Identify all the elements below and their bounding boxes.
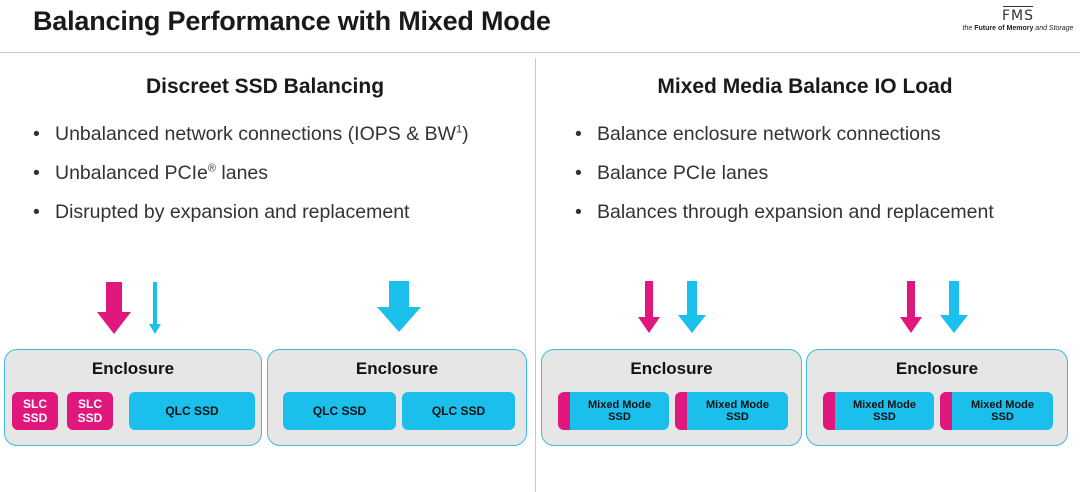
qlc-ssd-chip: QLC SSD: [129, 392, 255, 430]
left-bullet-list: •Unbalanced network connections (IOPS & …: [33, 121, 469, 238]
qlc-ssd-chip: QLC SSD: [402, 392, 515, 430]
enclosure-label: Enclosure: [355, 359, 439, 378]
fms-logo-tagline: the Future of Memory and Storage: [962, 25, 1074, 32]
mixed-mode-ssd-chip: Mixed Mode SSD: [940, 392, 1053, 430]
enclosure-label: Enclosure: [895, 359, 979, 378]
right-column-title: Mixed Media Balance IO Load: [657, 75, 953, 98]
slide-title: Balancing Performance with Mixed Mode: [33, 6, 551, 36]
magenta-arrow-down-icon: [97, 282, 131, 334]
right-bullet-2: •Balance PCIe lanes: [575, 162, 769, 184]
enclosure-label: Enclosure: [630, 359, 713, 378]
mixed-mode-ssd-chip: Mixed Mode SSD: [823, 392, 934, 430]
header-divider: [0, 52, 1080, 53]
magenta-arrow-down-icon: [900, 281, 922, 333]
left-bullet-3: •Disrupted by expansion and replacement: [33, 201, 410, 223]
left-column-title: Discreet SSD Balancing: [145, 75, 385, 98]
right-bullet-list: •Balance enclosure network connections •…: [575, 121, 994, 238]
slc-ssd-chip: SLC SSD: [12, 392, 58, 430]
cyan-arrow-down-icon: [377, 281, 421, 332]
slc-ssd-chip: SLC SSD: [67, 392, 113, 430]
left-bullet-2: •Unbalanced PCIe® lanes: [33, 162, 269, 184]
enclosure-box: Enclosure SLC SSD SLC SSD QLC SSD: [4, 349, 262, 446]
enclosure-box: Enclosure Mixed Mode SSD Mixed Mode SSD: [541, 349, 802, 446]
cyan-arrow-down-icon: [149, 282, 161, 334]
fms-logo: FMS the Future of Memory and Storage: [960, 6, 1076, 34]
fms-logo-mark: FMS: [1001, 6, 1035, 24]
mixed-mode-ssd-chip: Mixed Mode SSD: [675, 392, 788, 430]
enclosure-box: Enclosure Mixed Mode SSD Mixed Mode SSD: [806, 349, 1068, 446]
qlc-ssd-chip: QLC SSD: [283, 392, 396, 430]
cyan-arrow-down-icon: [678, 281, 706, 333]
enclosure-label: Enclosure: [91, 359, 175, 378]
right-bullet-3: •Balances through expansion and replacem…: [575, 201, 994, 223]
right-bullet-1: •Balance enclosure network connections: [575, 123, 941, 145]
left-bullet-1: •Unbalanced network connections (IOPS & …: [33, 123, 469, 145]
cyan-arrow-down-icon: [940, 281, 968, 333]
enclosure-box: Enclosure QLC SSD QLC SSD: [267, 349, 527, 446]
column-divider: [535, 58, 536, 492]
magenta-arrow-down-icon: [638, 281, 660, 333]
mixed-mode-ssd-chip: Mixed Mode SSD: [558, 392, 669, 430]
